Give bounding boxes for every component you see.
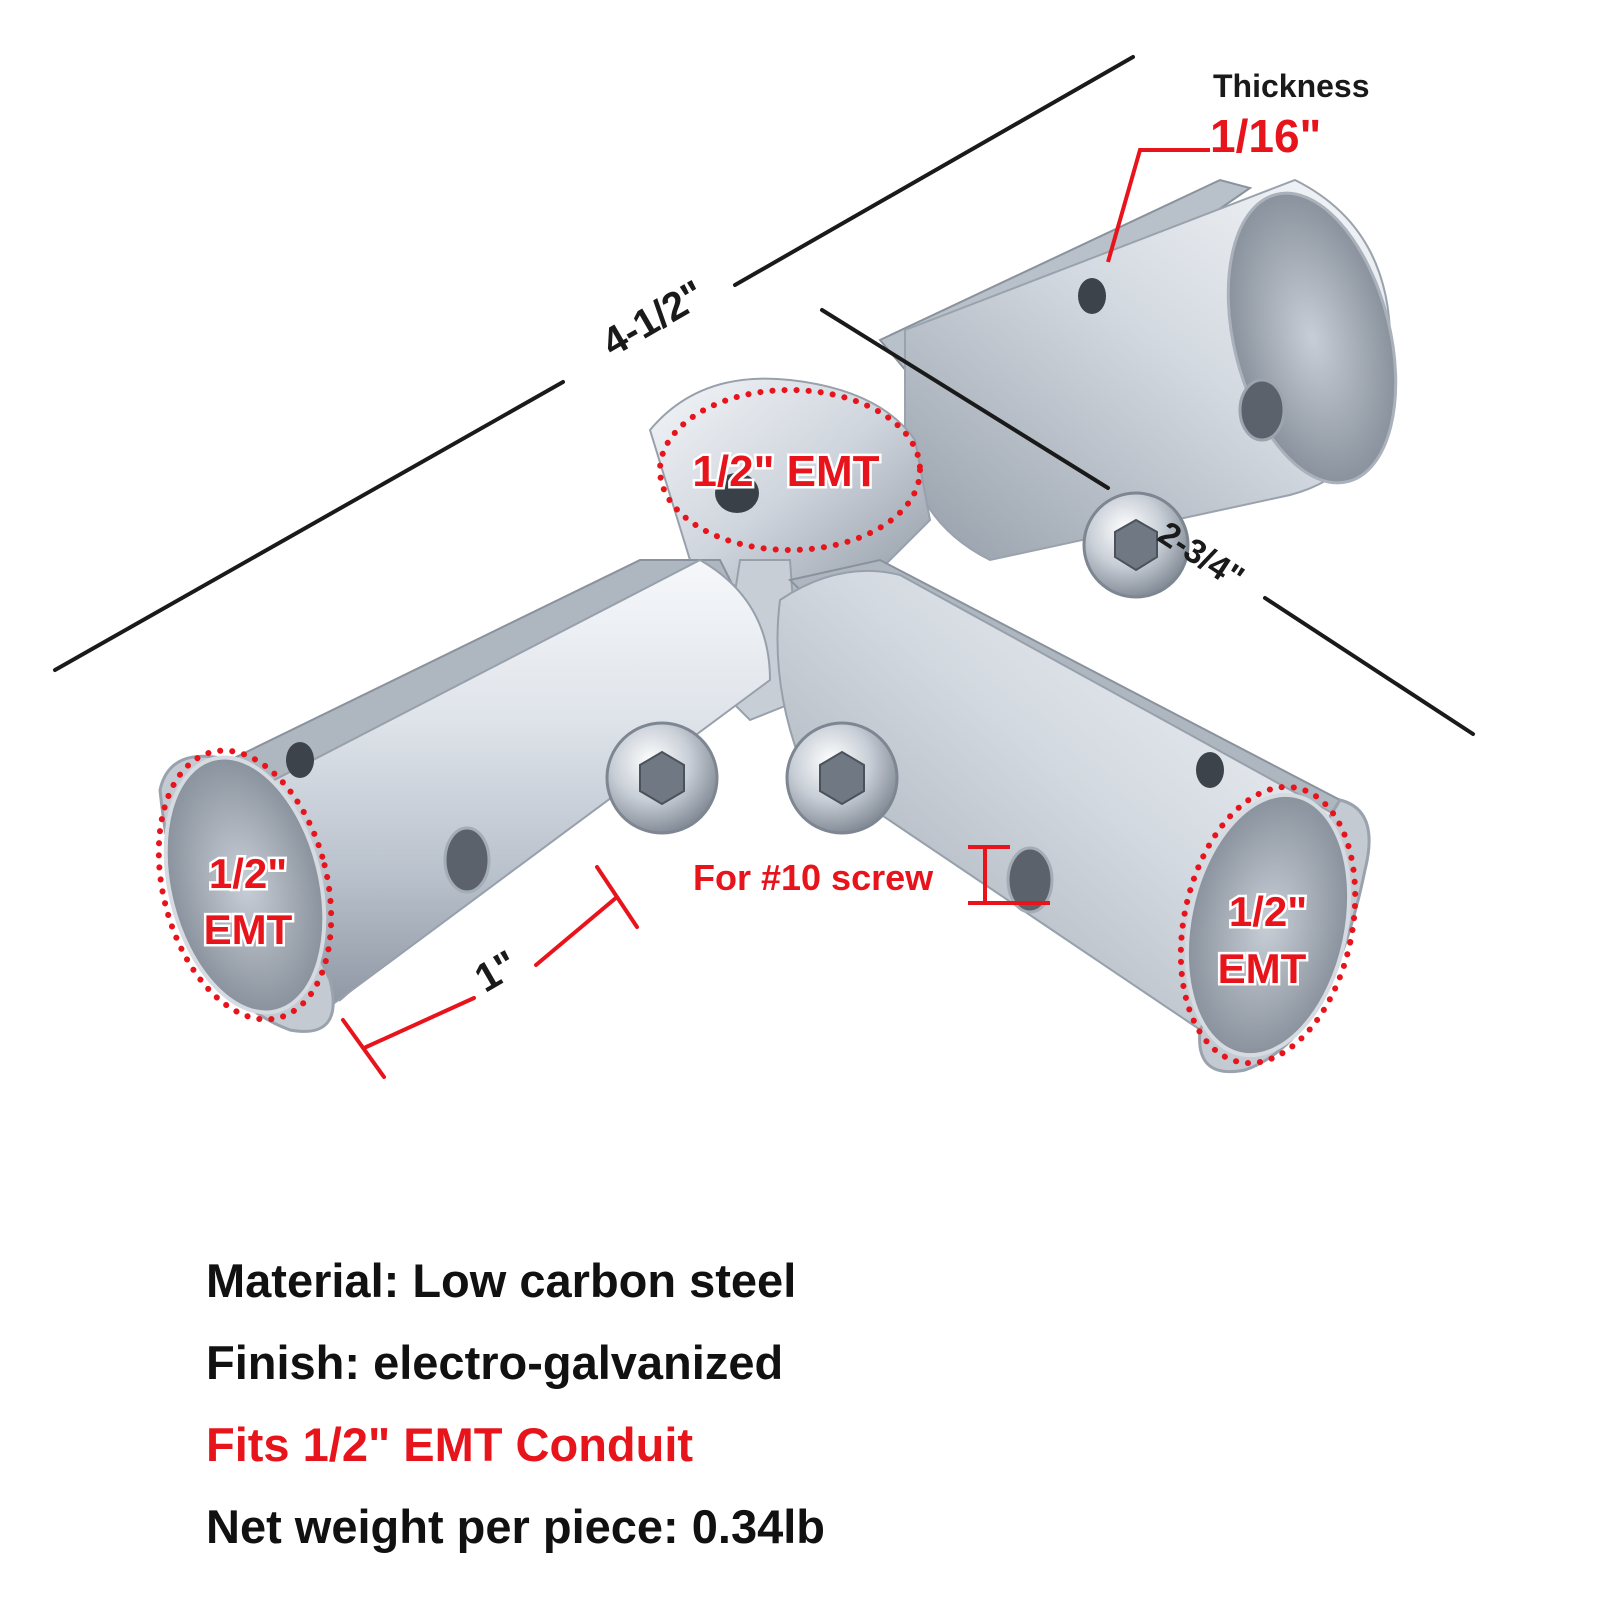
tee-conduit-fitting-icon: [158, 178, 1398, 1074]
width-dimension-line-lower: [1263, 596, 1475, 736]
screw-note-label: For #10 screw: [693, 857, 934, 898]
left-sleeve: [158, 558, 772, 1033]
socket-outlines: [155, 387, 1359, 1067]
insert-depth-bracket: [341, 865, 639, 1079]
socket-head-screw-icon: [1082, 491, 1190, 599]
thickness-leader: [1106, 148, 1210, 263]
spec-list: Material: Low carbon steel Finish: elect…: [206, 1240, 1356, 1568]
left-socket-label-line1: 1/2": [209, 850, 287, 897]
insert-depth-label: 1": [468, 942, 526, 1001]
thickness-caption: Thickness: [1213, 68, 1370, 104]
right-socket-outline: [1177, 783, 1359, 1067]
spec-finish: Finish: electro-galvanized: [206, 1336, 784, 1389]
left-socket-outline: [155, 747, 335, 1023]
length-dimension-line-lower: [53, 380, 565, 672]
top-socket-label: 1/2" EMT: [692, 447, 879, 496]
length-label: 4-1/2": [595, 272, 712, 365]
thickness-value: 1/16": [1210, 110, 1321, 162]
top-socket-outline: [657, 387, 923, 553]
dimension-lines: [53, 55, 1475, 736]
width-dimension-line-upper: [820, 308, 1110, 490]
right-socket-label-line1: 1/2": [1229, 888, 1307, 935]
spec-fit: Fits 1/2" EMT Conduit: [206, 1418, 694, 1471]
socket-head-screw-icon: [605, 721, 719, 835]
upper-right-sleeve: [878, 178, 1398, 562]
screw-note-bracket: [968, 845, 1050, 905]
left-socket-label-line2: EMT: [204, 906, 293, 953]
spec-material: Material: Low carbon steel: [206, 1254, 797, 1307]
socket-head-screw-icon: [785, 721, 899, 835]
right-socket-label-line2: EMT: [1218, 945, 1307, 992]
spec-weight: Net weight per piece: 0.34lb: [206, 1500, 826, 1553]
right-sleeve: [776, 558, 1371, 1074]
length-dimension-line-upper: [733, 55, 1135, 287]
